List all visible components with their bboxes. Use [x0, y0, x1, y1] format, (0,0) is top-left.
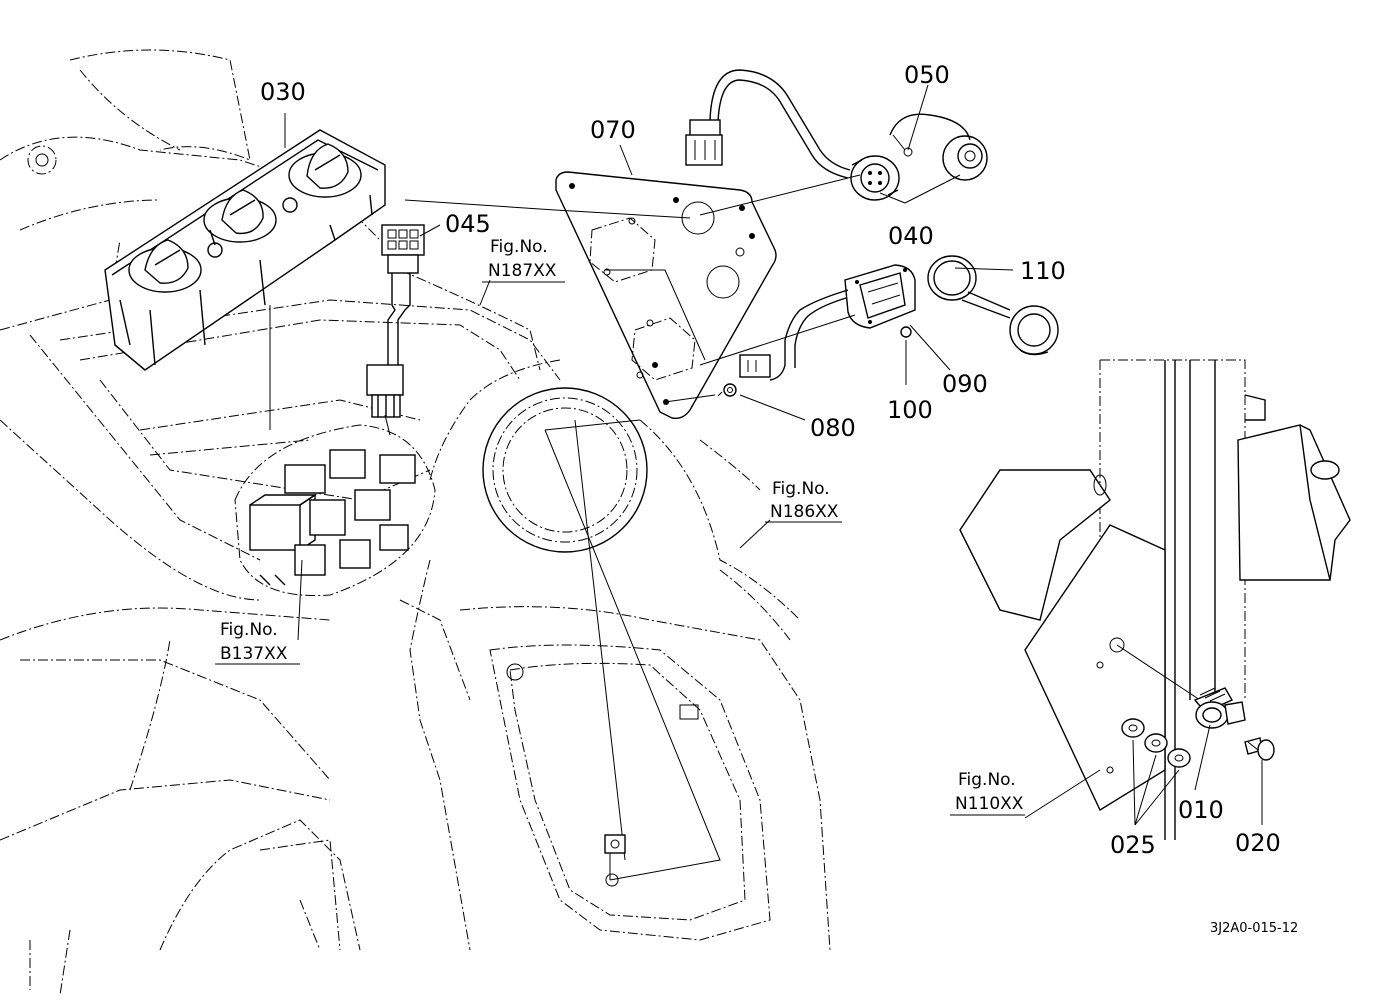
washers-025 [1121, 718, 1191, 768]
console-body-outline [0, 49, 831, 996]
drawing-code: 3J2A0-015-12 [1210, 921, 1298, 936]
label-080: 080 [810, 414, 856, 442]
figref-n110-line2: N110XX [955, 794, 1024, 814]
label-090: 090 [942, 370, 988, 398]
bolt-020 [1244, 737, 1275, 761]
label-040: 040 [888, 222, 934, 250]
leader-lines [269, 84, 1263, 887]
label-110: 110 [1020, 257, 1066, 285]
switch-010 [1193, 687, 1246, 729]
label-050: 050 [904, 61, 950, 89]
figref-b137: Fig.No. B137XX [215, 620, 300, 665]
figref-n186-line1: Fig.No. [772, 479, 830, 499]
figref-n186: Fig.No. N186XX [765, 479, 842, 523]
figref-n110-line1: Fig.No. [958, 770, 1016, 790]
frame-column [959, 359, 1351, 840]
figref-n187: Fig.No. N187XX [482, 237, 565, 283]
figref-n186-line2: N186XX [770, 502, 839, 522]
label-010: 010 [1178, 796, 1224, 824]
socket-090 [739, 264, 916, 381]
figref-b137-line2: B137XX [220, 644, 288, 664]
figref-n187-line2: N187XX [488, 261, 557, 281]
label-030: 030 [260, 78, 306, 106]
nut-080 [717, 383, 737, 397]
switch-panel-030 [104, 129, 386, 371]
figref-n110: Fig.No. N110XX [950, 770, 1025, 816]
socket-040 [685, 69, 988, 201]
cap-110 [927, 255, 1059, 356]
knob-right [288, 143, 362, 198]
relay-box-b137 [234, 424, 436, 597]
figref-b137-line1: Fig.No. [220, 620, 278, 640]
console-round-opening [482, 387, 648, 553]
label-070: 070 [590, 116, 636, 144]
figref-n187-line1: Fig.No. [490, 237, 548, 257]
connector-harness-045 [366, 224, 425, 418]
label-020: 020 [1235, 829, 1281, 857]
knob-middle [203, 189, 277, 243]
bracket-plate-070 [555, 171, 777, 420]
label-045: 045 [445, 210, 491, 238]
knob-left [128, 239, 202, 293]
label-025: 025 [1110, 831, 1156, 859]
label-100: 100 [887, 396, 933, 424]
